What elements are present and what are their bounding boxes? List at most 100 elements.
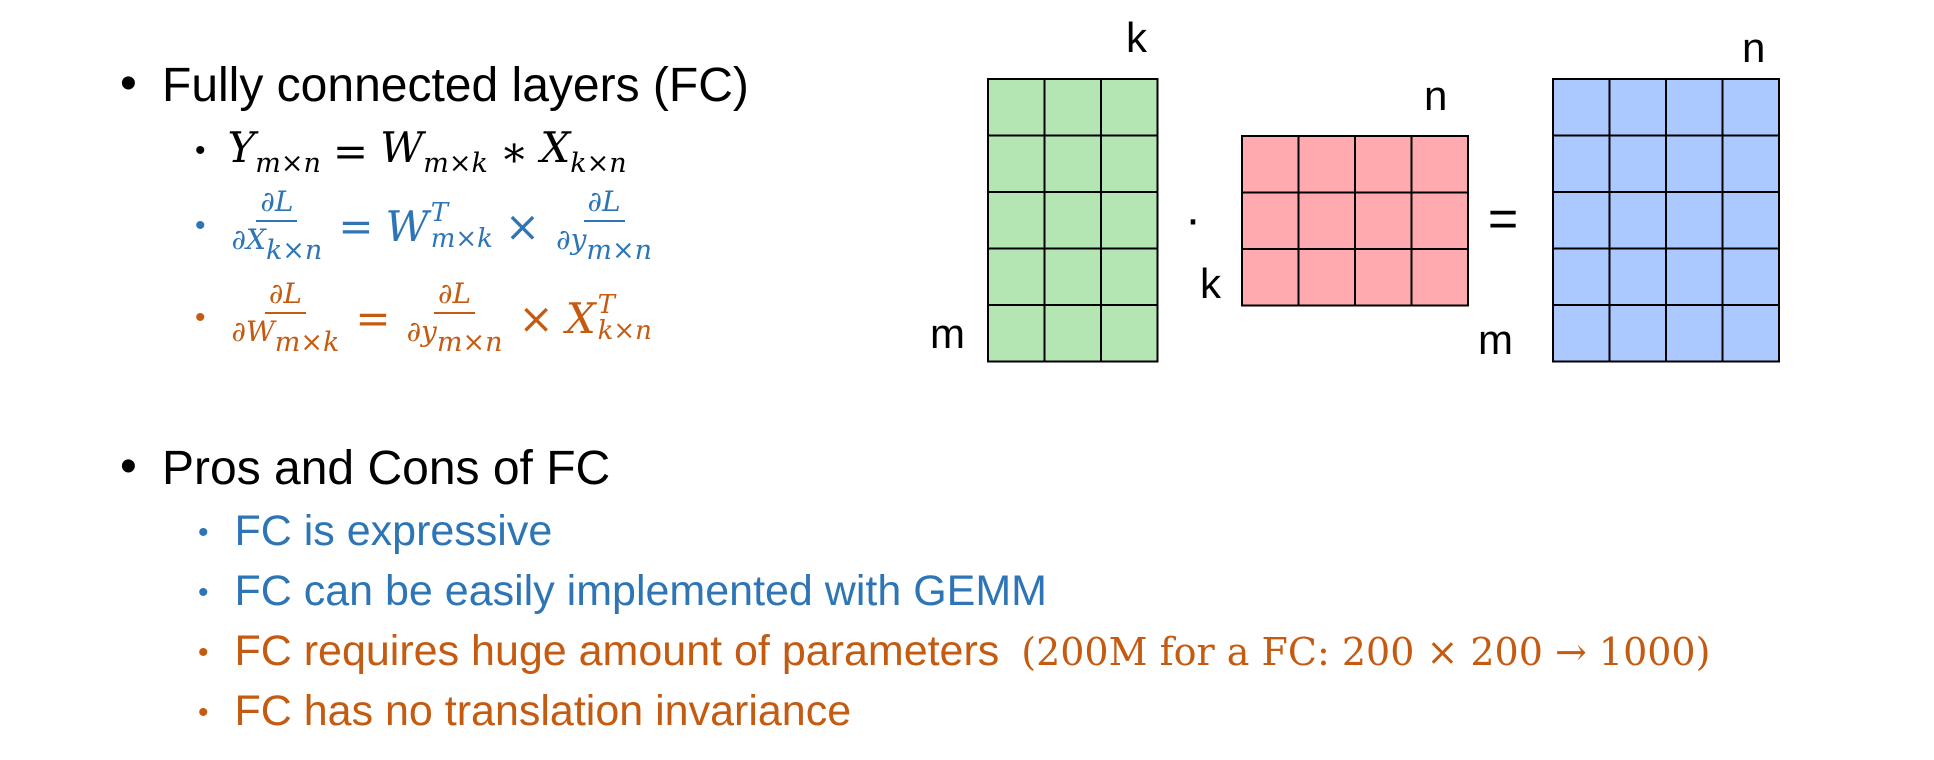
matrix-x-left-label: k [1200, 260, 1222, 307]
var-y-sub: m×n [255, 148, 321, 179]
fraction-numerator: ∂L [434, 277, 476, 314]
matrix-w-grid [987, 78, 1159, 363]
fraction-denominator: ∂W [231, 314, 275, 348]
matrix-multiplication-diagram: k m · n k = n m [930, 14, 1780, 363]
matrix-cell [1552, 247, 1611, 306]
var-x-sub: k×n [597, 316, 652, 346]
dot-operator: · [1185, 193, 1201, 246]
var-y: Y [227, 123, 256, 172]
list-item-text: FC has no translation invariance [234, 687, 852, 735]
transpose-sup: T [430, 198, 449, 228]
pros-item-1: • FC is expressive [198, 506, 552, 561]
matrix-y-left-label: m [1478, 316, 1513, 363]
matrix-cell [1721, 191, 1780, 250]
matrix-cell [1665, 247, 1724, 306]
list-item-text: FC requires huge amount of parameters [234, 627, 1000, 675]
matrix-cell [1552, 191, 1611, 250]
equals-sign: = [338, 201, 374, 251]
matrix-cell [1665, 304, 1724, 363]
conv-operator: ∗ [499, 126, 529, 176]
matrix-cell [1354, 135, 1413, 194]
matrix-cell [1043, 304, 1102, 363]
bullet: • [120, 57, 137, 110]
matrix-cell [1552, 304, 1611, 363]
matrix-cell [1665, 134, 1724, 193]
var-x: X [565, 293, 596, 343]
matrix-cell [987, 191, 1046, 250]
matrix-cell [1608, 191, 1667, 250]
bullet: • [198, 696, 209, 729]
transpose-sup: T [597, 290, 615, 320]
matrix-cell [1100, 78, 1159, 137]
fc-heading: Fully connected layers (FC) [162, 59, 749, 112]
fraction-denominator: ∂X [231, 222, 266, 256]
matrix-cell [1665, 78, 1724, 137]
cons-item-2: • FC has no translation invariance [198, 686, 851, 741]
matrix-cell [1241, 191, 1300, 250]
matrix-cell [1552, 134, 1611, 193]
matrix-cell [1665, 191, 1724, 250]
matrix-cell [1410, 248, 1469, 307]
dl-dy-fraction: ∂L ∂ym×n [552, 185, 656, 267]
matrix-cell [1721, 78, 1780, 137]
fraction-denominator: ∂y [556, 222, 587, 256]
matrix-cell [1043, 247, 1102, 306]
matrix-cell [1608, 78, 1667, 137]
var-w: W [380, 123, 424, 172]
var-x: X [540, 123, 571, 172]
fraction-numerator: ∂L [583, 185, 625, 222]
var-w-sub: m×k [423, 148, 488, 179]
matrix-y-top-label: n [1742, 24, 1765, 71]
parameter-count-note: (200M for a FC: 200 × 200 → 1000) [1021, 630, 1711, 674]
matrix-x-grid [1241, 135, 1469, 307]
pros-item-2: • FC can be easily implemented with GEMM [198, 566, 1047, 621]
equals-operator: = [1488, 190, 1518, 248]
matrix-cell [1043, 78, 1102, 137]
denominator-sub: m×k [274, 326, 340, 358]
var-w: W [385, 201, 429, 251]
equals-sign: = [332, 126, 369, 176]
matrix-cell [1608, 134, 1667, 193]
matrix-cell [1100, 304, 1159, 363]
matrix-cell [1297, 248, 1356, 307]
dl-dw-fraction: ∂L ∂Wm×k [228, 277, 344, 359]
bullet: • [120, 440, 137, 493]
bullet: • [198, 636, 209, 669]
list-item-text: FC is expressive [234, 507, 553, 555]
matrix-cell [987, 304, 1046, 363]
list-item-text: FC can be easily implemented with GEMM [234, 567, 1047, 615]
matrix-cell [1608, 304, 1667, 363]
bullet: • [195, 301, 206, 334]
bullet: • [195, 209, 206, 242]
matrix-cell [1100, 191, 1159, 250]
cons-item-1: • FC requires huge amount of parameters … [198, 626, 1710, 681]
denominator-sub: m×n [586, 234, 653, 266]
matrix-cell [1410, 191, 1469, 250]
denominator-sub: k×n [265, 234, 323, 266]
var-x-sub: k×n [570, 148, 627, 179]
pros-cons-heading-item: • Pros and Cons of FC [120, 440, 610, 497]
var-w-sub: m×k [430, 224, 493, 254]
matrix-cell [987, 134, 1046, 193]
matrix-cell [1354, 248, 1413, 307]
matrix-cell [987, 78, 1046, 137]
matrix-x-top-label: n [1424, 72, 1447, 119]
times-sign: × [518, 293, 554, 343]
matrix-cell [1410, 135, 1469, 194]
dl-dy-fraction: ∂L ∂ym×n [403, 277, 507, 359]
equals-sign: = [355, 293, 391, 343]
matrix-cell [1552, 78, 1611, 137]
matrix-w-left-label: m [930, 310, 965, 357]
fraction-numerator: ∂L [264, 277, 306, 314]
dl-dx-fraction: ∂L ∂Xk×n [228, 185, 327, 267]
fc-heading-item: • Fully connected layers (FC) [120, 57, 749, 114]
matrix-cell [1241, 135, 1300, 194]
matrix-cell [1721, 247, 1780, 306]
matrix-cell [987, 247, 1046, 306]
times-sign: × [504, 201, 541, 251]
bullet: • [198, 516, 209, 549]
fraction-numerator: ∂L [256, 185, 298, 222]
matrix-cell [1354, 191, 1413, 250]
matrix-cell [1297, 135, 1356, 194]
